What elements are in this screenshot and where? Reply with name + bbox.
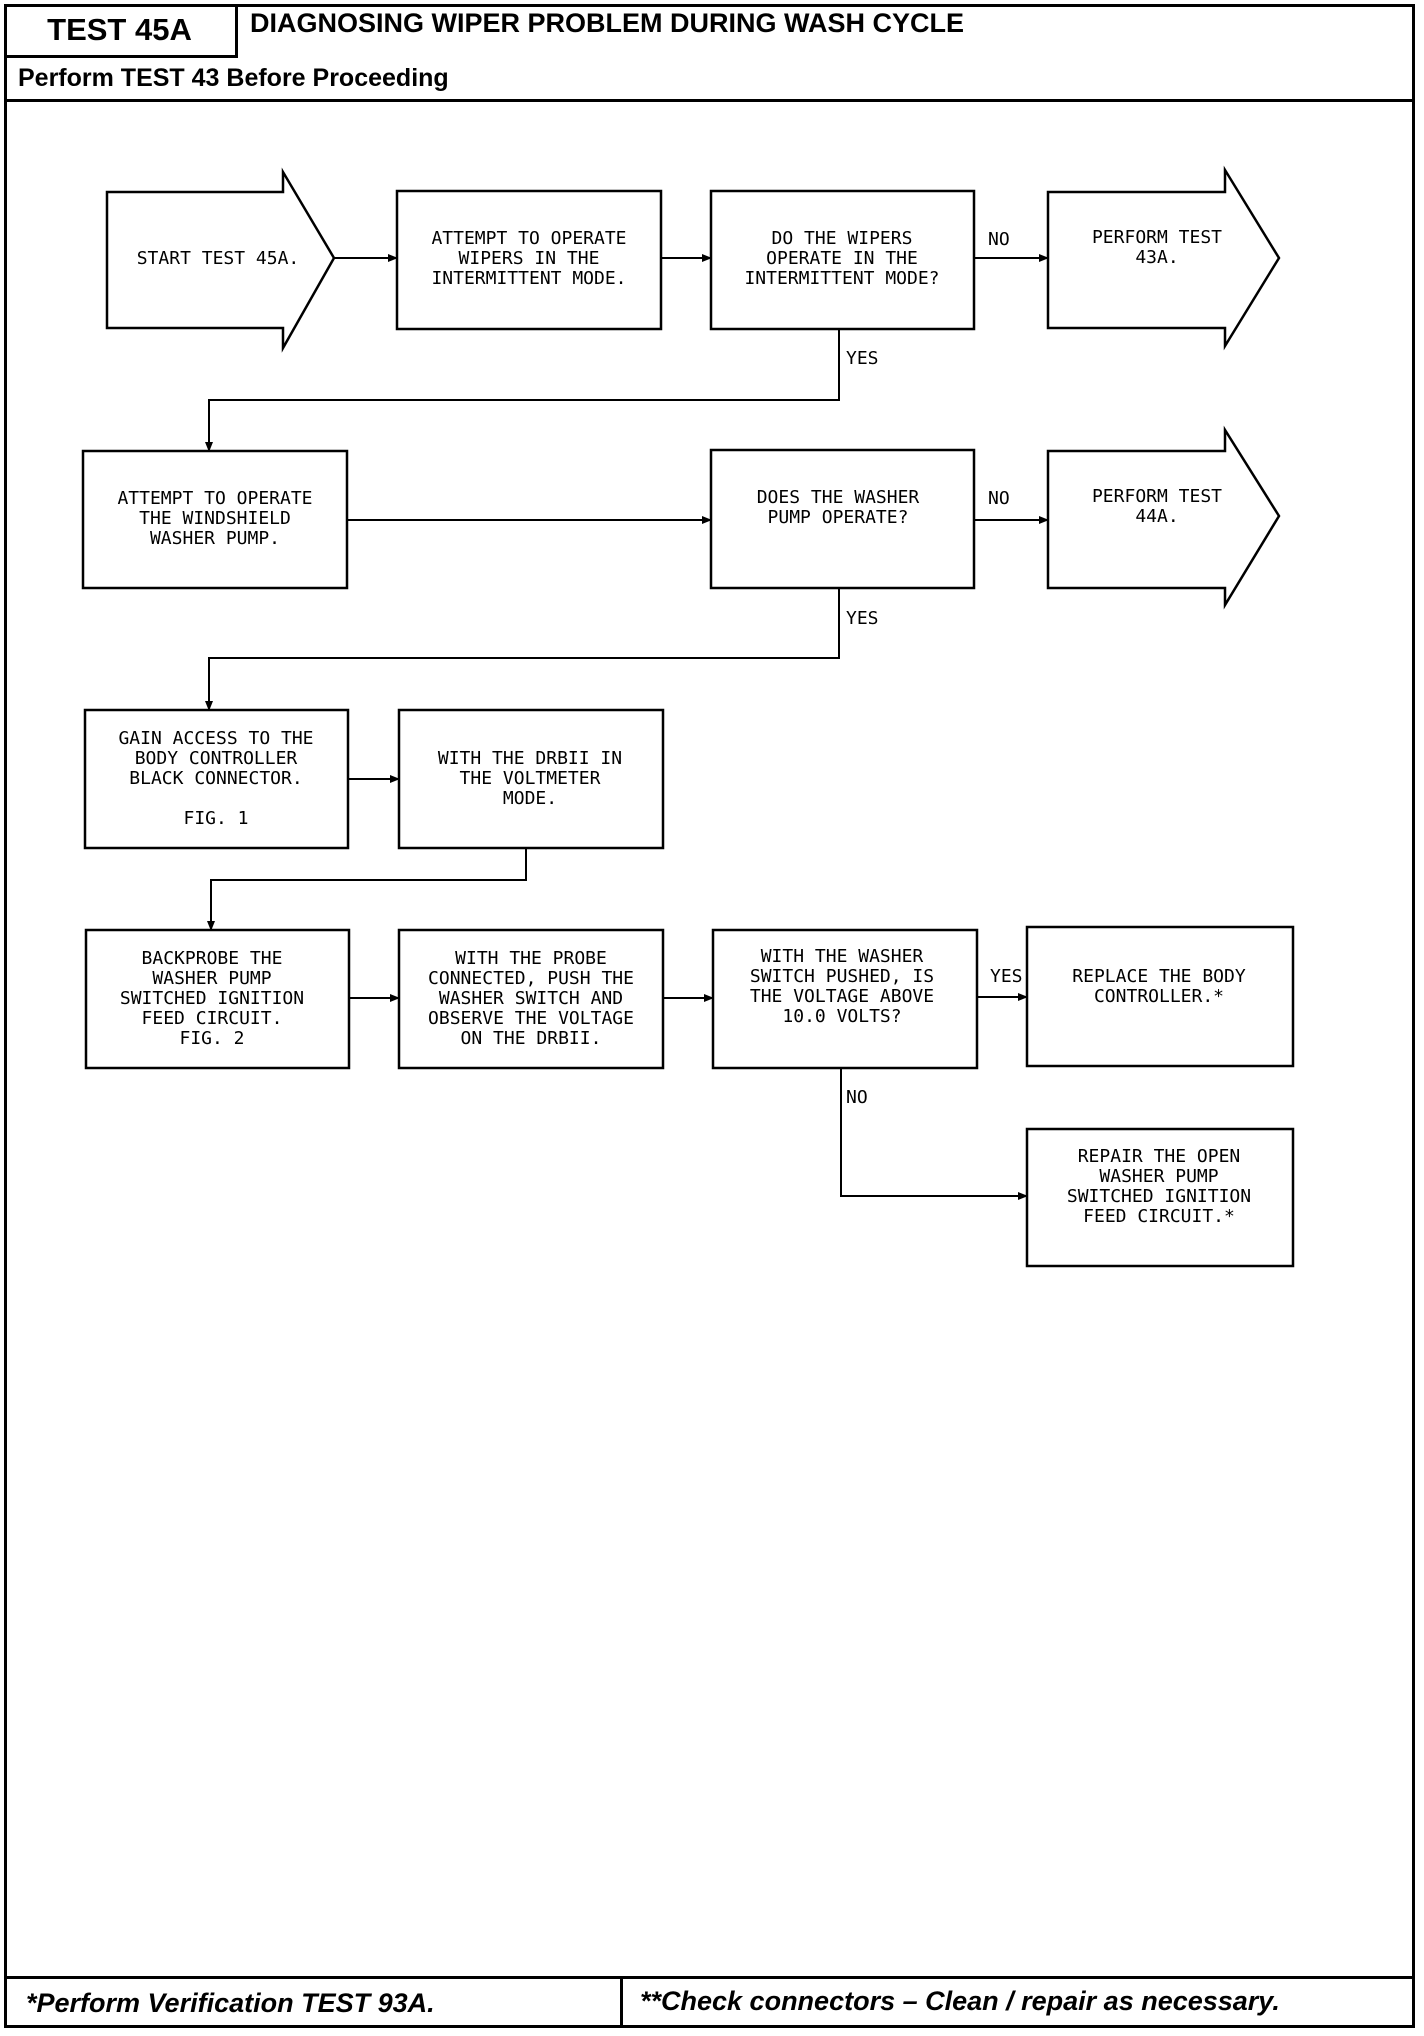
node-text-line: WITH THE PROBE: [455, 948, 607, 969]
node-text-line: 43A.: [1135, 247, 1178, 268]
page-title: DIAGNOSING WIPER PROBLEM DURING WASH CYC…: [250, 8, 965, 38]
edge-label-no-3: NO: [846, 1087, 868, 1108]
probe-connected-box: [397, 928, 665, 1070]
node-text-line: THE WINDSHIELD: [139, 508, 291, 529]
header-divider: [4, 99, 1415, 102]
node-text-line: START TEST 45A.: [137, 248, 300, 269]
node-text-line: WASHER SWITCH AND: [439, 988, 623, 1009]
voltage-question-box: [711, 928, 979, 1070]
connector-yes-to-gain-access: [205, 588, 840, 711]
edge-label-yes-2: YES: [846, 608, 879, 629]
node-text-line: ATTEMPT TO OPERATE: [117, 488, 312, 509]
footer-connectors-note: **Check connectors – Clean / repair as n…: [640, 1986, 1280, 2016]
node-text-line: THE VOLTAGE ABOVE: [750, 986, 934, 1007]
perform-43a-arrow-shape: [1046, 165, 1281, 351]
node-text-line: INTERMITTENT MODE?: [744, 268, 939, 289]
node-text-line: FIG. 1: [183, 808, 248, 829]
node-text-line: SWITCHED IGNITION: [1067, 1186, 1251, 1207]
node-text-line: CONNECTED, PUSH THE: [428, 968, 634, 989]
node-text-line: PERFORM TEST: [1092, 227, 1222, 248]
node-text-line: FEED CIRCUIT.*: [1083, 1206, 1235, 1227]
node-text-line: 10.0 VOLTS?: [782, 1006, 901, 1027]
node-text-line: WASHER PUMP: [1099, 1166, 1218, 1187]
node-text-line: GAIN ACCESS TO THE: [118, 728, 313, 749]
footer-divider: [4, 1976, 1415, 1979]
attempt-intermittent-box: [395, 189, 663, 331]
node-text-line: DOES THE WASHER: [757, 487, 920, 508]
node-text-line: BLACK CONNECTOR.: [129, 768, 302, 789]
node-start-text: START TEST 45A.: [137, 248, 300, 269]
node-text-line: REPAIR THE OPEN: [1078, 1146, 1241, 1167]
footer-column-divider: [620, 1976, 623, 2028]
node-text-line: WASHER PUMP: [152, 968, 271, 989]
node-text-line: SWITCHED IGNITION: [120, 988, 304, 1009]
node-text-line: FEED CIRCUIT.: [142, 1008, 283, 1029]
gain-access-box: [83, 708, 350, 850]
test-id-label: TEST 45A: [4, 4, 238, 58]
connector-yes-to-washer-attempt: [205, 329, 840, 452]
drbii-mode-box: [397, 708, 665, 850]
node-text-line: BACKPROBE THE: [142, 948, 283, 969]
start-arrow-shape: [105, 167, 336, 353]
connector-no-to-repair: [840, 1068, 1028, 1200]
edge-label-no-2: NO: [988, 488, 1010, 509]
node-text-line: BODY CONTROLLER: [135, 748, 298, 769]
node-text-line: MODE.: [503, 788, 557, 809]
node-text-line: INTERMITTENT MODE.: [431, 268, 626, 289]
wipers-question-box: [709, 189, 976, 331]
repair-circuit-box: [1025, 1127, 1295, 1268]
node-text-line: ON THE DRBII.: [461, 1028, 602, 1049]
footer-verification-note: *Perform Verification TEST 93A.: [26, 1988, 435, 2018]
replace-controller-box: [1025, 925, 1295, 1068]
node-text-line: ATTEMPT TO OPERATE: [431, 228, 626, 249]
page-frame: [4, 4, 1415, 2028]
perform-44a-arrow-shape: [1046, 425, 1281, 610]
node-text-line: DO THE WIPERS: [772, 228, 913, 249]
node-text-line: PUMP OPERATE?: [768, 507, 909, 528]
node-text-line: REPLACE THE BODY: [1072, 966, 1246, 987]
edge-label-no-1: NO: [988, 229, 1010, 250]
node-text-line: WITH THE WASHER: [761, 946, 924, 967]
washer-question-box: [709, 448, 976, 590]
node-text-line: FIG. 2: [179, 1028, 244, 1049]
node-text-line: THE VOLTMETER: [460, 768, 601, 789]
node-text-line: OPERATE IN THE: [766, 248, 918, 269]
node-text-line: CONTROLLER.*: [1094, 986, 1224, 1007]
connector-drbii-to-backprobe: [207, 848, 527, 931]
node-text-line: WITH THE DRBII IN: [438, 748, 622, 769]
node-text-line: OBSERVE THE VOLTAGE: [428, 1008, 634, 1029]
node-text-line: WASHER PUMP.: [150, 528, 280, 549]
node-text-line: WIPERS IN THE: [459, 248, 600, 269]
node-text-line: PERFORM TEST: [1092, 486, 1222, 507]
node-text-line: SWITCH PUSHED, IS: [750, 966, 934, 987]
node-text-line: 44A.: [1135, 506, 1178, 527]
backprobe-box: [84, 928, 351, 1070]
page-subtitle: Perform TEST 43 Before Proceeding: [18, 64, 449, 92]
edge-label-yes-1: YES: [846, 348, 879, 369]
edge-label-yes-3: YES: [990, 966, 1023, 987]
